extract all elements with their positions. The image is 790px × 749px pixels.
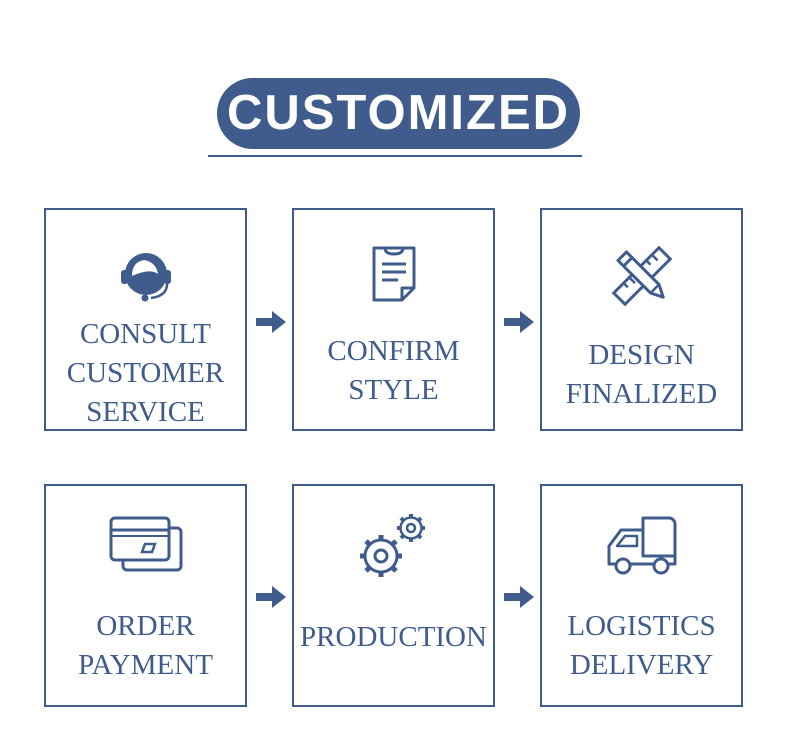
clipboard-icon [372, 246, 415, 302]
pencil-ruler-icon [611, 245, 672, 307]
step-consult-customer-service: CONSULT CUSTOMER SERVICE [44, 208, 247, 431]
step-confirm-style: CONFIRM STYLE [292, 208, 495, 431]
arrow-right-icon [504, 311, 534, 333]
truck-icon [607, 516, 676, 575]
page-title: CUSTOMIZED [226, 86, 571, 140]
title-underline [208, 155, 582, 157]
step-label: ORDER PAYMENT [78, 610, 213, 681]
arrow-right-icon [504, 586, 534, 608]
gears-icon [359, 514, 425, 577]
step-label: CONFIRM STYLE [327, 335, 460, 406]
step-order-payment: ORDER PAYMENT [44, 484, 247, 707]
title-badge: CUSTOMIZED [217, 78, 580, 149]
step-design-finalized: DESIGN FINALIZED [540, 208, 743, 431]
arrow-right-icon [256, 586, 286, 608]
step-label: PRODUCTION [300, 621, 487, 653]
card-icon [109, 516, 182, 572]
step-logistics-delivery: LOGISTICS DELIVERY [540, 484, 743, 707]
step-label: CONSULT CUSTOMER SERVICE [66, 318, 225, 428]
step-production: PRODUCTION [292, 484, 495, 707]
headset-icon [120, 253, 171, 302]
arrow-right-icon [256, 311, 286, 333]
step-label: LOGISTICS DELIVERY [567, 610, 716, 681]
step-label: DESIGN FINALIZED [565, 339, 718, 410]
